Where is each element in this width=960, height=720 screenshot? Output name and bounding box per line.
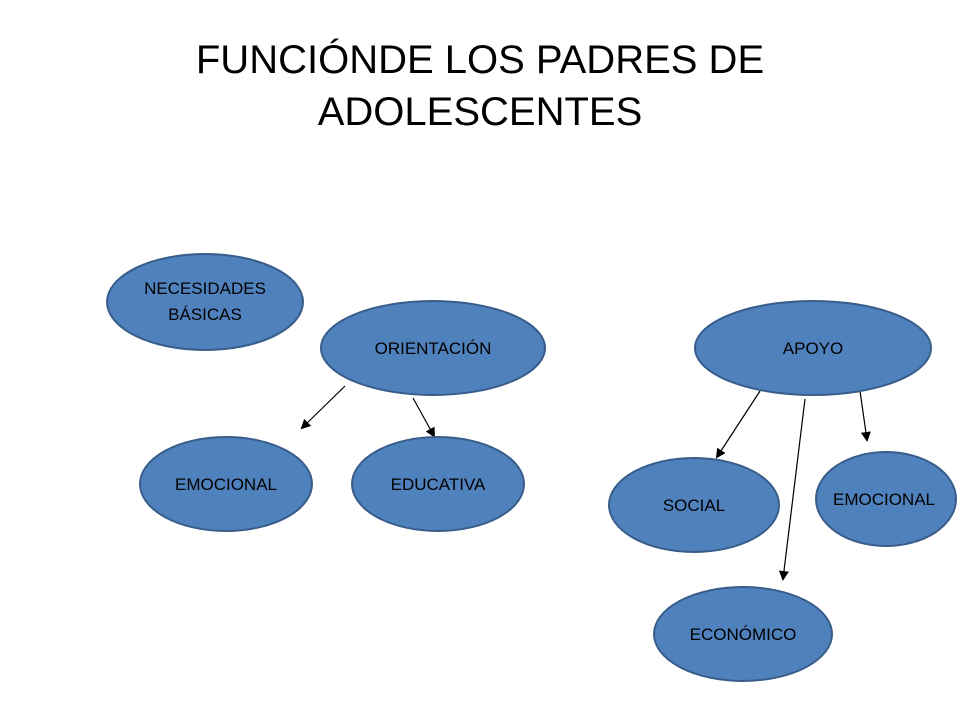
arrow-apoyo-to-economico bbox=[779, 398, 806, 581]
node-educativa: EDUCATIVA bbox=[351, 436, 525, 532]
node-orientacion: ORIENTACIÓN bbox=[320, 300, 546, 396]
title-line-1: FUNCIÓNDE LOS PADRES DE bbox=[195, 38, 765, 82]
node-emocional-left: EMOCIONAL bbox=[139, 436, 313, 532]
arrow-orientacion-to-emocional bbox=[300, 385, 346, 430]
node-emocional-right-label: EMOCIONAL bbox=[833, 490, 935, 509]
node-necesidades-basicas: NECESIDADES BÁSICAS bbox=[106, 253, 304, 351]
node-social-label: SOCIAL bbox=[663, 496, 725, 515]
node-emocional-right: EMOCIONAL bbox=[815, 451, 957, 547]
arrow-apoyo-to-social bbox=[715, 390, 761, 459]
arrow-apoyo-to-emocional bbox=[859, 390, 871, 442]
node-apoyo: APOYO bbox=[694, 300, 932, 396]
node-educativa-label: EDUCATIVA bbox=[391, 475, 486, 494]
node-orientacion-label: ORIENTACIÓN bbox=[375, 339, 492, 358]
node-apoyo-label: APOYO bbox=[783, 339, 843, 358]
arrow-orientacion-to-educativa bbox=[412, 397, 435, 438]
node-economico: ECONÓMICO bbox=[653, 586, 833, 682]
node-social: SOCIAL bbox=[608, 457, 780, 553]
node-necesidades-label-line2: BÁSICAS bbox=[168, 305, 242, 324]
node-economico-label: ECONÓMICO bbox=[690, 625, 797, 644]
slide-title: FUNCIÓNDE LOS PADRES DE ADOLESCENTES bbox=[0, 34, 960, 138]
node-necesidades-label-line1: NECESIDADES bbox=[144, 279, 266, 298]
node-emocional-left-label: EMOCIONAL bbox=[175, 475, 277, 494]
title-line-2: ADOLESCENTES bbox=[317, 90, 643, 134]
